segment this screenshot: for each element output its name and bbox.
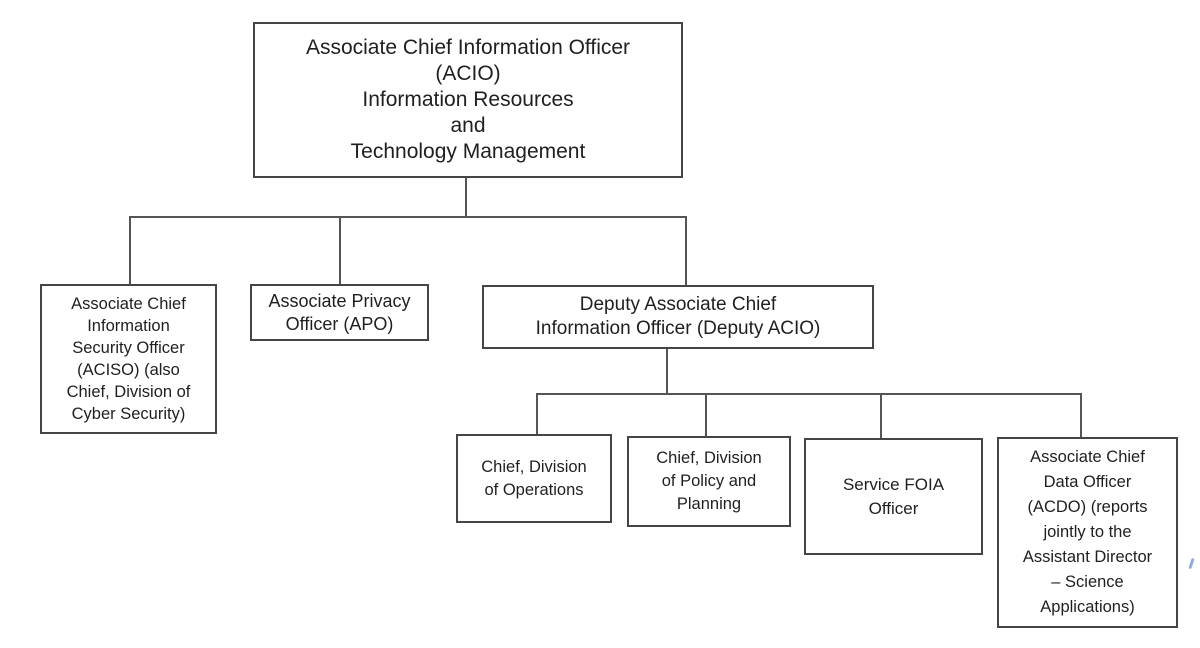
- org-node-deputy-acio: Deputy Associate Chief Information Offic…: [482, 285, 874, 349]
- connector-drop-foia: [880, 393, 882, 438]
- connector-drop-policy: [705, 393, 707, 436]
- connector-drop-aciso: [129, 216, 131, 284]
- stray-blue-mark: [1188, 557, 1195, 570]
- org-node-acio: Associate Chief Information Officer (ACI…: [253, 22, 683, 178]
- connector-rail-tier1: [129, 216, 687, 218]
- org-node-service-foia-officer-label: Service FOIA Officer: [842, 474, 945, 518]
- org-node-division-operations-label: Chief, Division of Operations: [481, 457, 587, 499]
- org-node-acdo-label: Associate Chief Data Officer (ACDO) (rep…: [1022, 448, 1153, 616]
- org-node-division-operations: Chief, Division of Operations: [456, 434, 612, 523]
- org-node-division-policy-planning-label: Chief, Division of Policy and Planning: [656, 449, 762, 513]
- org-node-acio-label: Associate Chief Information Officer (ACI…: [305, 36, 631, 163]
- connector-acio-stem: [465, 178, 467, 218]
- connector-deputy-stem: [666, 349, 668, 394]
- org-node-apo-label: Associate Privacy Officer (APO): [268, 290, 411, 334]
- org-node-apo: Associate Privacy Officer (APO): [250, 284, 429, 341]
- org-node-aciso-label: Associate Chief Information Security Off…: [66, 295, 191, 423]
- connector-drop-acdo: [1080, 393, 1082, 437]
- org-node-aciso: Associate Chief Information Security Off…: [40, 284, 217, 434]
- org-node-service-foia-officer: Service FOIA Officer: [804, 438, 983, 555]
- connector-drop-apo: [339, 216, 341, 284]
- connector-drop-operations: [536, 393, 538, 434]
- connector-rail-tier2: [536, 393, 1082, 395]
- connector-drop-deputy-acio: [685, 216, 687, 285]
- org-node-deputy-acio-label: Deputy Associate Chief Information Offic…: [535, 294, 821, 339]
- org-node-acdo: Associate Chief Data Officer (ACDO) (rep…: [997, 437, 1178, 628]
- org-node-division-policy-planning: Chief, Division of Policy and Planning: [627, 436, 791, 527]
